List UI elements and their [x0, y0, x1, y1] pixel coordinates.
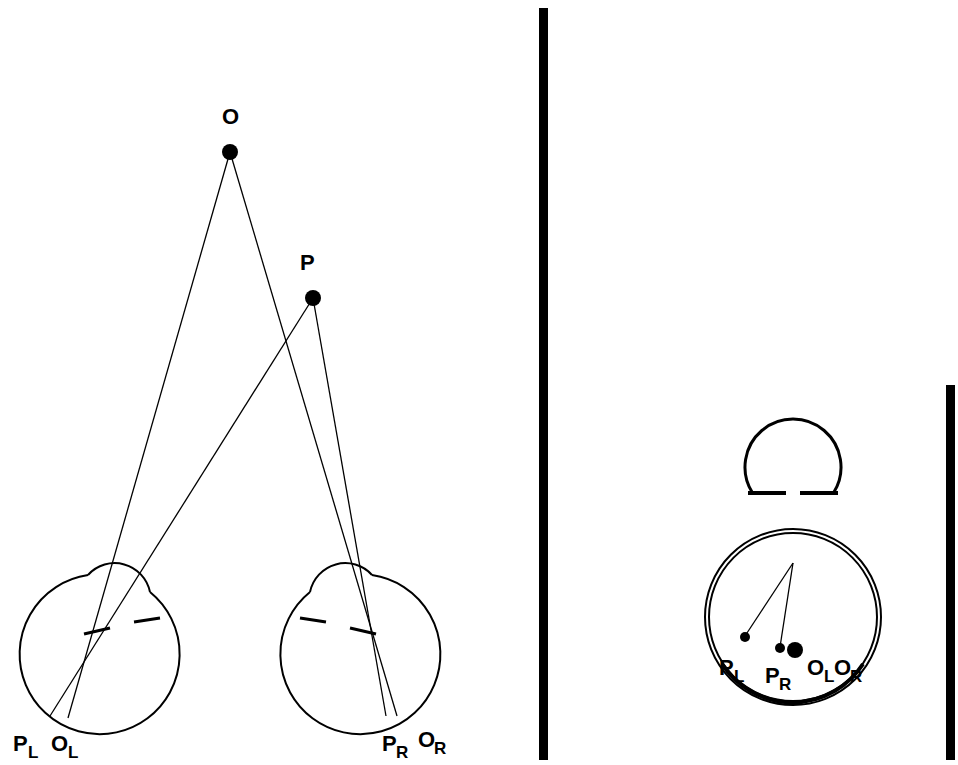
- divider-bar: [946, 385, 955, 760]
- point-label: P: [13, 733, 28, 755]
- point-label: P: [382, 733, 397, 755]
- right-eye: [280, 563, 440, 734]
- point-label: O: [418, 729, 435, 751]
- point-label: O: [222, 106, 239, 128]
- subscript-label: L: [824, 668, 834, 685]
- point-label: O: [51, 733, 68, 755]
- subscript-label: R: [850, 668, 862, 685]
- subscript-label: R: [779, 676, 791, 693]
- point-label: P: [300, 252, 315, 274]
- cyclopean-eye: [705, 419, 881, 705]
- subscript-label: L: [734, 668, 744, 685]
- subscript-label: R: [434, 740, 446, 757]
- point-label: P: [765, 665, 780, 687]
- subscript-label: L: [68, 744, 78, 761]
- subscript-label: L: [28, 744, 38, 761]
- left-eye: [20, 563, 180, 734]
- divider-bar: [539, 8, 548, 760]
- point-label: O: [807, 657, 824, 679]
- point-label: O: [834, 657, 851, 679]
- point-label: P: [719, 657, 734, 679]
- subscript-label: R: [396, 744, 408, 761]
